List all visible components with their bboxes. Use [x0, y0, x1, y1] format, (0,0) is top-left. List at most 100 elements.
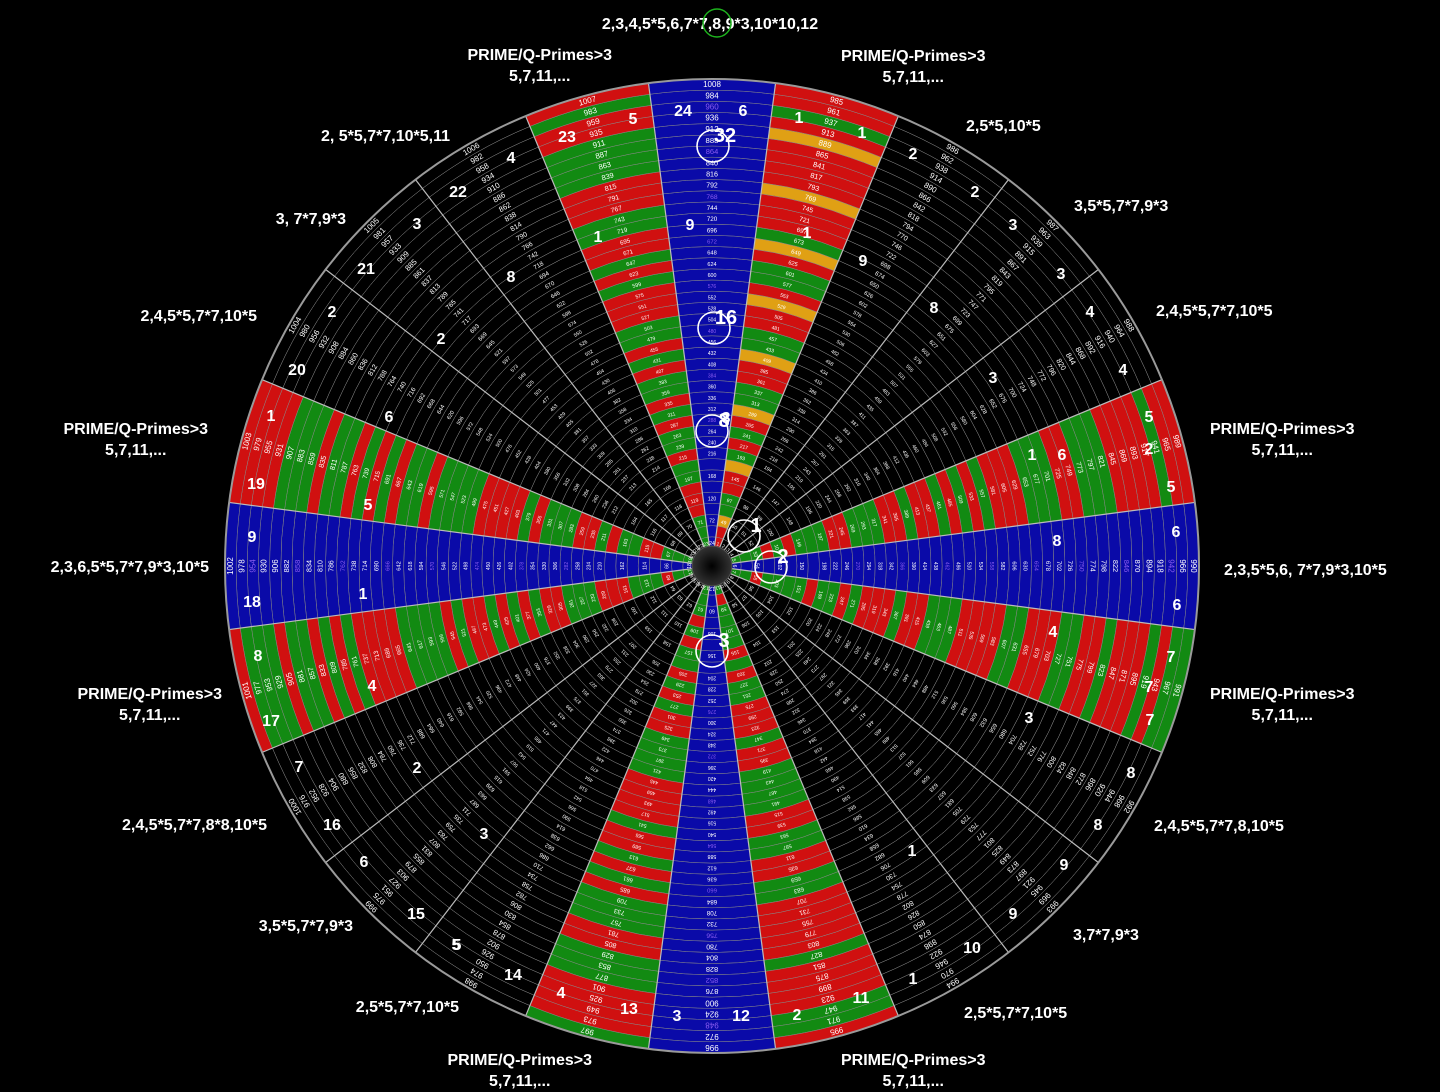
wheel-cell-number: 279 [604, 663, 614, 673]
wheel-cell-number: 110 [673, 619, 683, 628]
wheel-cell-number: 684 [706, 898, 717, 905]
wheel-cell-number: 392 [881, 661, 890, 671]
wheel-cell-number: 271 [848, 599, 856, 609]
wheel-cell-number: 918 [1155, 559, 1164, 573]
wheel-cell-number: 919 [1138, 674, 1150, 690]
wheel-cell-number: 462 [943, 562, 949, 571]
wheel-cell-number: 937 [823, 116, 839, 128]
wheel-cell-number: 322 [790, 706, 800, 715]
outer-label-line: 5,7,11,... [882, 69, 944, 86]
wheel-cell-number: 704 [1006, 733, 1018, 746]
wheel-cell-number: 337 [753, 390, 763, 398]
wheel-cell-number: 344 [862, 650, 871, 660]
wheel-cell-number: 584 [958, 706, 968, 717]
wheel-cell-number: 678 [1044, 561, 1051, 572]
spoke-number: 1 [267, 408, 276, 425]
wheel-cell-number: 154 [751, 638, 761, 647]
wheel-cell-number: 511 [956, 628, 964, 637]
outer-label-s2: 2,5*5,10*5 [966, 116, 1041, 137]
wheel-cell-number: 829 [601, 950, 615, 962]
wheel-cell-number: 11 [714, 584, 721, 591]
wheel-cell-number: 205 [678, 670, 688, 678]
sector-divider [647, 83, 711, 549]
wheel-cell-number: 782 [515, 889, 529, 901]
wheel-cell-number: 941 [1149, 440, 1161, 456]
wheel-cell-number: 250 [774, 677, 784, 686]
spoke-number: 6 [1172, 524, 1181, 541]
spoke-number: 11 [853, 990, 870, 1007]
wheel-cell-number: 50 [730, 524, 738, 532]
wheel-cell-number: 823 [1096, 663, 1108, 677]
wheel-cell-number: 354 [531, 562, 537, 571]
wheel-cell-number: 53 [751, 551, 758, 558]
wheel-cell-number: 435 [865, 403, 875, 413]
wheel-cell-number: 467 [768, 788, 778, 796]
spoke-number: 14 [504, 967, 522, 984]
wheel-cell-number: 697 [796, 227, 808, 237]
wheel-cell-number: 973 [582, 1014, 598, 1026]
wheel-cell-number: 216 [708, 452, 717, 458]
wheel-cell-number: 746 [890, 241, 903, 253]
wheel-cell-number: 5 [730, 558, 737, 562]
wheel-cell-number: 268 [833, 488, 842, 498]
wheel-cell-number: 249 [801, 656, 811, 666]
wheel-cell-number: 378 [519, 562, 525, 571]
outer-label-s15: 3,5*5,7*7,9*3 [259, 916, 353, 937]
wheel-cell-number: 630 [1021, 561, 1027, 571]
wheel-cell-number: 537 [896, 750, 906, 760]
wheel-cell-number: 792 [706, 183, 718, 190]
sector-divider [729, 567, 1195, 631]
wheel-cell-number: 274 [779, 687, 789, 696]
wheel-cell-number: 227 [739, 680, 749, 688]
wheel-cell-number: 145 [730, 476, 740, 484]
wheel-cell-number: 631 [1010, 641, 1018, 652]
outer-label-line: 3, 7*7,9*3 [275, 211, 346, 228]
wheel-cell-number: 481 [771, 325, 781, 333]
wheel-cell-number: 60 [709, 607, 715, 613]
wheel-cell-number: 748 [1026, 375, 1038, 388]
wheel-cell-number: 997 [579, 1025, 595, 1037]
outer-label-s22: 2, 5*5,7*7,10*5,11 [321, 126, 450, 147]
wheel-hub [691, 545, 733, 587]
wheel-cell-number: 834 [304, 560, 313, 572]
spoke-number: 20 [288, 362, 306, 379]
wheel-cell-number: 447 [549, 719, 559, 729]
wheel-cell-number: 758 [521, 879, 534, 891]
wheel-cell-number: 690 [373, 560, 380, 571]
wheel-cell-number: 490 [829, 774, 839, 783]
wheel-cell [604, 551, 617, 581]
wheel-cell-number: 780 [706, 942, 718, 949]
wheel-cell-number: 6 [731, 565, 737, 568]
wheel-cell-number: 538 [841, 793, 851, 802]
wheel-cell-number: 466 [824, 764, 834, 773]
wheel-cell-number: 906 [271, 559, 280, 573]
wheel-cell-number: 822 [1111, 560, 1120, 572]
wheel-cell-number: 698 [879, 260, 892, 272]
wheel-cell-number: 198 [820, 562, 826, 571]
sector-divider [718, 582, 899, 1017]
wheel-cell-number: 972 [705, 1032, 719, 1041]
wheel-cell-number: 370 [801, 726, 811, 735]
wheel-cell-number: 673 [793, 237, 805, 247]
wheel-cell-number: 889 [817, 138, 833, 150]
wheel-cell-number: 605 [999, 483, 1007, 493]
wheel-cell-number: 347 [753, 734, 763, 742]
wheel-cell-number: 628 [978, 404, 988, 415]
wheel-cell-number: 482 [830, 349, 840, 358]
wheel-cell-number: 348 [708, 741, 717, 747]
wheel-cell-number: 556 [949, 421, 959, 431]
wheel-cell-number: 662 [544, 841, 556, 851]
wheel-cell-number: 100 [765, 528, 774, 538]
wheel-cell-number: 469 [646, 788, 656, 796]
spoke-number: 1 [795, 110, 804, 127]
wheel-cell-number: 738 [351, 560, 358, 571]
outer-label-s6: 2,3,5*5,6, 7*7,9*3,10*5 [1224, 560, 1387, 581]
spoke-number: 2 [909, 146, 918, 163]
wheel-cell-number: 513 [888, 742, 898, 752]
wheel-cell-number: 797 [1085, 458, 1096, 472]
wheel-cell-number: 439 [923, 619, 931, 629]
outer-label-line: PRIME/Q-Primes>3 [1210, 421, 1355, 438]
wheel-cell-number: 52 [746, 540, 754, 548]
wheel-cell-number: 299 [747, 713, 757, 721]
wheel-cell-number: 805 [604, 939, 618, 950]
